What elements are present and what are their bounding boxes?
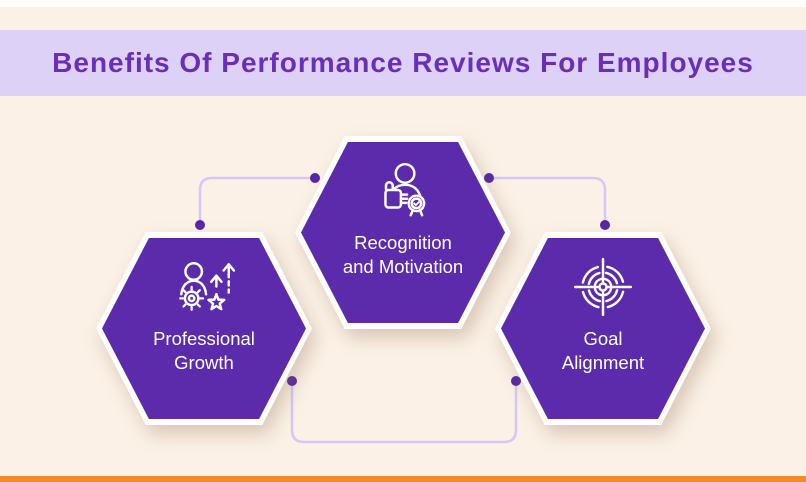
hexagon-label-line2: Alignment bbox=[561, 352, 645, 373]
hexagon-label-line1: Goal bbox=[583, 328, 623, 349]
hexagon-label-line1: Recognition bbox=[354, 232, 452, 253]
hexagon-label: Recognition and Motivation bbox=[295, 231, 511, 279]
hexagon-label: Professional Growth bbox=[96, 327, 312, 375]
connector-bottom bbox=[290, 381, 518, 444]
hexagon-label-line2: and Motivation bbox=[342, 256, 464, 277]
growth-icon bbox=[179, 262, 236, 311]
recognition-icon bbox=[384, 162, 426, 217]
connector-dot bbox=[195, 220, 205, 230]
top-strip bbox=[0, 0, 806, 7]
hexagon-fill bbox=[102, 238, 306, 419]
hexagon-professional-growth: Professional Growth bbox=[96, 232, 312, 425]
connector-dot bbox=[600, 220, 610, 230]
hexagon-goal-alignment: Goal Alignment bbox=[495, 232, 711, 425]
title-band: Benefits Of Performance Reviews For Empl… bbox=[0, 30, 806, 96]
target-icon bbox=[573, 257, 633, 317]
hexagon-fill bbox=[301, 142, 505, 323]
bottom-accent-strip bbox=[0, 476, 806, 482]
page-title: Benefits Of Performance Reviews For Empl… bbox=[52, 47, 754, 78]
hexagon-recognition-motivation: Recognition and Motivation bbox=[295, 136, 511, 329]
hexagon-label: Goal Alignment bbox=[495, 327, 711, 375]
hexagon-label-line2: Growth bbox=[174, 352, 234, 373]
hexagon-label-line1: Professional bbox=[153, 328, 255, 349]
